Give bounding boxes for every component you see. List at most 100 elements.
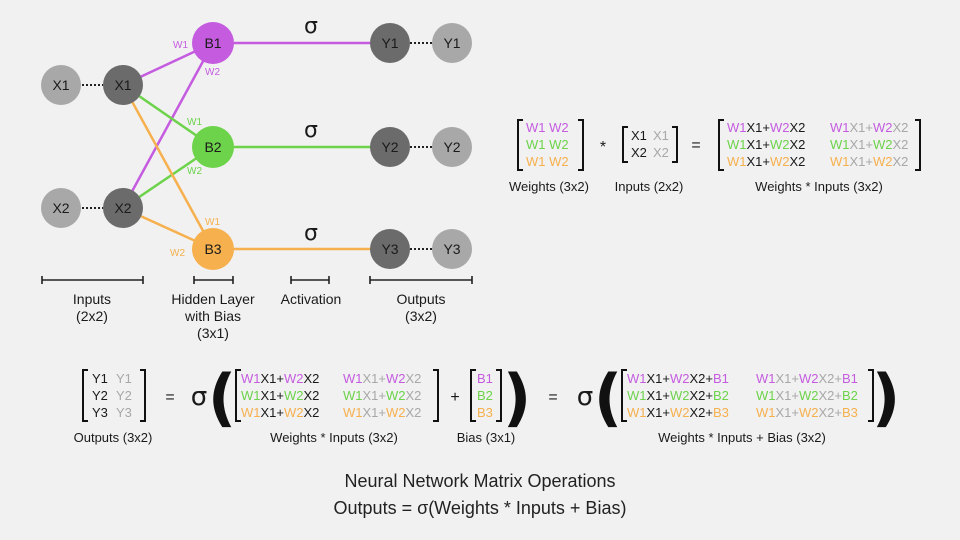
product-row-3: W1X1+W2X2 W1X1+W2X2 — [727, 154, 908, 169]
node-x2 — [103, 188, 143, 228]
inputs-r1-c1: X1 — [631, 128, 647, 143]
weights-row-1: W1 W2 — [526, 120, 569, 135]
final-matrix: W1X1+W2X2+B1 W1X1+W2X2+B1 W1X1+W2X2+B2 W… — [621, 369, 874, 422]
section-inputs-line2: (2x2) — [76, 308, 108, 324]
svg-text:W1X1+W2X2: W1X1+W2X2 — [241, 371, 319, 386]
svg-text:W1X1+W2X2: W1X1+W2X2 — [343, 388, 421, 403]
svg-text:W1X1+W2X2: W1X1+W2X2 — [830, 137, 908, 152]
paren-close-2: ) — [872, 361, 900, 434]
node-x2-label: X2 — [114, 200, 131, 216]
product-row-1: W1X1+W2X2 W1X1+W2X2 — [727, 120, 908, 135]
node-b3 — [192, 228, 234, 270]
inputs-matrix: X1 X1 X2 X2 — [622, 126, 678, 163]
sigma-bottom-2: σ — [577, 382, 593, 412]
bracket-hidden — [193, 276, 234, 284]
bias-row-3: B3 — [477, 405, 493, 420]
node-b1 — [192, 22, 234, 64]
equals-operator: = — [691, 137, 700, 154]
weights-row-2: W1 W2 — [526, 137, 569, 152]
node-x1 — [103, 65, 143, 105]
svg-text:W1X1+W2X2: W1X1+W2X2 — [343, 405, 421, 420]
node-x1-left — [41, 65, 81, 105]
svg-text:W1X1+W2X2: W1X1+W2X2 — [727, 154, 805, 169]
svg-text:W1X1+W2X2+B1: W1X1+W2X2+B1 — [756, 371, 858, 386]
weight-label-b2-w2: W2 — [187, 166, 202, 177]
paren-open-1: ( — [208, 361, 236, 434]
bracket-activation — [290, 276, 330, 284]
weight-label-b2-w1: W1 — [187, 117, 202, 128]
svg-text:W1X1+W2X2: W1X1+W2X2 — [830, 154, 908, 169]
node-y2 — [370, 127, 410, 167]
svg-text:W1X1+W2X2: W1X1+W2X2 — [241, 405, 319, 420]
svg-text:W1X1+W2X2: W1X1+W2X2 — [727, 137, 805, 152]
product-matrix-top: W1X1+W2X2 W1X1+W2X2 W1X1+W2X2 W1X1+W2X2 … — [718, 119, 921, 171]
weights-row-3: W1 W2 — [526, 154, 569, 169]
svg-text:W1X1+W2X2: W1X1+W2X2 — [830, 120, 908, 135]
sigma-bottom-1: σ — [191, 382, 207, 412]
svg-text:W1X1+W2X2+B3: W1X1+W2X2+B3 — [627, 405, 729, 420]
section-inputs-line1: Inputs — [73, 291, 111, 307]
svg-text:W1X1+W2X2: W1X1+W2X2 — [727, 120, 805, 135]
node-y3-right — [432, 229, 472, 269]
outputs-r3-c2: Y3 — [116, 405, 132, 420]
weight-labels: W1 W2 W1 W2 W1 W2 — [170, 40, 220, 259]
product-row-2: W1X1+W2X2 W1X1+W2X2 — [727, 137, 908, 152]
page-title: Neural Network Matrix Operations — [344, 471, 615, 491]
svg-text:W1X1+W2X2: W1X1+W2X2 — [241, 388, 319, 403]
svg-text:W1X1+W2X2+B2: W1X1+W2X2+B2 — [627, 388, 729, 403]
svg-text:W1X1+W2X2: W1X1+W2X2 — [343, 371, 421, 386]
section-hidden-line3: (3x1) — [197, 325, 229, 341]
bias-caption: Bias (3x1) — [457, 430, 516, 445]
inputs-caption: Inputs (2x2) — [615, 179, 684, 194]
node-b2 — [192, 126, 234, 168]
inputs-r2-c2: X2 — [653, 145, 669, 160]
equals-operator-3: = — [548, 389, 557, 406]
sigma-1: σ — [304, 14, 318, 39]
node-x1-left-label: X1 — [52, 77, 69, 93]
output-right-nodes: Y1 Y2 Y3 — [432, 23, 472, 269]
node-y3-right-label: Y3 — [443, 241, 460, 257]
node-y2-label: Y2 — [381, 139, 398, 155]
node-y1-right — [432, 23, 472, 63]
node-b3-label: B3 — [204, 241, 221, 257]
equals-operator-2: = — [165, 389, 174, 406]
outputs-r2-c2: Y2 — [116, 388, 132, 403]
outputs-r1-c2: Y1 — [116, 371, 132, 386]
bias-matrix: B1 B2 B3 — [470, 369, 502, 422]
edge-x2-b1 — [121, 42, 215, 209]
weight-label-b3-w2: W2 — [170, 248, 185, 259]
output-nodes: Y1 Y2 Y3 — [370, 23, 410, 269]
final-caption: Weights * Inputs + Bias (3x2) — [658, 430, 826, 445]
page-subtitle-formula: Outputs = σ(Weights * Inputs + Bias) — [334, 498, 627, 518]
bias-row-2: B2 — [477, 388, 493, 403]
activation-symbols: σ σ σ — [304, 14, 318, 246]
plus-operator: + — [450, 389, 459, 406]
node-y3-label: Y3 — [381, 241, 398, 257]
inputs-r2-c1: X2 — [631, 145, 647, 160]
input-nodes: X1 X2 — [103, 65, 143, 228]
node-b1-label: B1 — [204, 35, 221, 51]
hidden-nodes: B1 B2 B3 — [192, 22, 234, 270]
svg-text:W1X1+W2X2+B1: W1X1+W2X2+B1 — [627, 371, 729, 386]
product-caption-top: Weights * Inputs (3x2) — [755, 179, 883, 194]
sigma-2: σ — [304, 118, 318, 143]
paren-close-1: ) — [503, 361, 531, 434]
section-hidden-line1: Hidden Layer — [171, 291, 255, 307]
section-activation-label: Activation — [281, 291, 342, 307]
weights-matrix: W1 W2 W1 W2 W1 W2 — [517, 119, 584, 171]
product-matrix-bottom: W1X1+W2X2 W1X1+W2X2 W1X1+W2X2 W1X1+W2X2 … — [235, 369, 439, 422]
weight-label-b1-w2: W2 — [205, 67, 220, 78]
edge-x1-b3 — [121, 84, 215, 250]
paren-open-2: ( — [594, 361, 622, 434]
weight-label-b1-w1: W1 — [173, 40, 188, 51]
svg-text:W1X1+W2X2+B2: W1X1+W2X2+B2 — [756, 388, 858, 403]
section-brackets — [41, 276, 473, 284]
weights-caption: Weights (3x2) — [509, 179, 589, 194]
node-y3 — [370, 229, 410, 269]
node-y2-right-label: Y2 — [443, 139, 460, 155]
bracket-inputs — [41, 276, 144, 284]
node-y1-label: Y1 — [381, 35, 398, 51]
node-y1-right-label: Y1 — [443, 35, 460, 51]
svg-text:W1X1+W2X2+B3: W1X1+W2X2+B3 — [756, 405, 858, 420]
